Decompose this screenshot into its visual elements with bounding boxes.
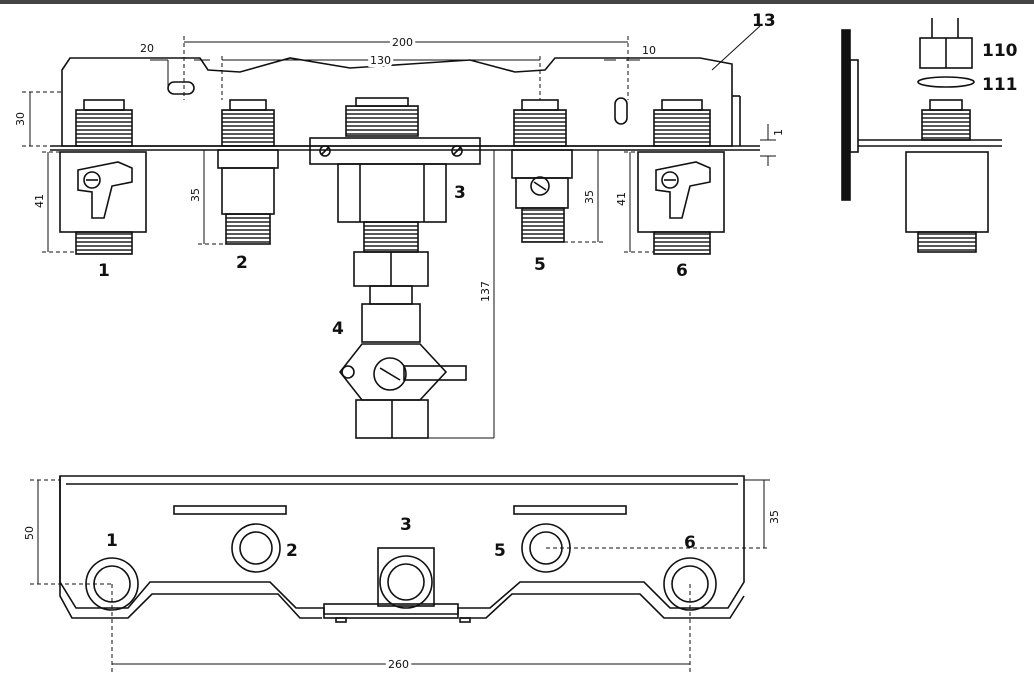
valve-part-6 [637, 151, 725, 255]
fitting-part-3 [309, 137, 481, 305]
dim-1: 1 [772, 129, 785, 136]
bottom-label-5: 5 [494, 541, 506, 561]
dimension-lines [22, 25, 776, 439]
washer-part-111 [917, 76, 975, 88]
part-labels: 1 2 3 4 5 6 13 110 111 1 2 3 5 6 [98, 11, 1018, 561]
label-13: 13 [752, 11, 776, 31]
dim-50: 50 [23, 526, 36, 540]
front-view [22, 25, 776, 439]
dim-20: 20 [140, 42, 154, 55]
top-border-bar [0, 0, 1034, 4]
bottom-label-3: 3 [400, 515, 412, 535]
dim-41-left: 41 [33, 194, 46, 208]
dim-260: 260 [388, 658, 409, 671]
dim-137: 137 [479, 281, 492, 302]
slot-right [614, 97, 628, 125]
label-2: 2 [236, 253, 248, 273]
dim-130: 130 [370, 54, 391, 67]
label-110: 110 [982, 41, 1018, 61]
side-view [841, 18, 1002, 253]
dim-35-left: 35 [189, 188, 202, 202]
dimension-labels: 200 130 20 10 30 41 35 35 41 137 1 50 35… [14, 33, 785, 674]
label-4: 4 [332, 319, 344, 339]
dim-200: 200 [392, 36, 413, 49]
reducer-part-2 [217, 149, 279, 245]
slot-left [167, 81, 195, 95]
hole-3 [379, 555, 433, 609]
wall-plate [841, 29, 851, 201]
label-3: 3 [454, 183, 466, 203]
valve-part-1 [59, 151, 147, 255]
ballvalve-part-4 [338, 303, 467, 439]
valve-part-5 [511, 149, 573, 243]
label-111: 111 [982, 75, 1018, 95]
label-6: 6 [676, 261, 688, 281]
label-1: 1 [98, 261, 110, 281]
hole-2 [231, 523, 281, 573]
upper-threads [75, 97, 711, 147]
dim-30: 30 [14, 112, 27, 126]
bottom-view [30, 475, 770, 672]
bottom-label-2: 2 [286, 541, 298, 561]
label-5: 5 [534, 255, 546, 275]
dim-35-bottom: 35 [768, 510, 781, 524]
dim-35-right: 35 [583, 190, 596, 204]
dim-41-right: 41 [615, 192, 628, 206]
bottom-label-1: 1 [106, 531, 118, 551]
hole-6 [663, 557, 717, 611]
dim-10: 10 [642, 44, 656, 57]
bottom-label-6: 6 [684, 533, 696, 553]
